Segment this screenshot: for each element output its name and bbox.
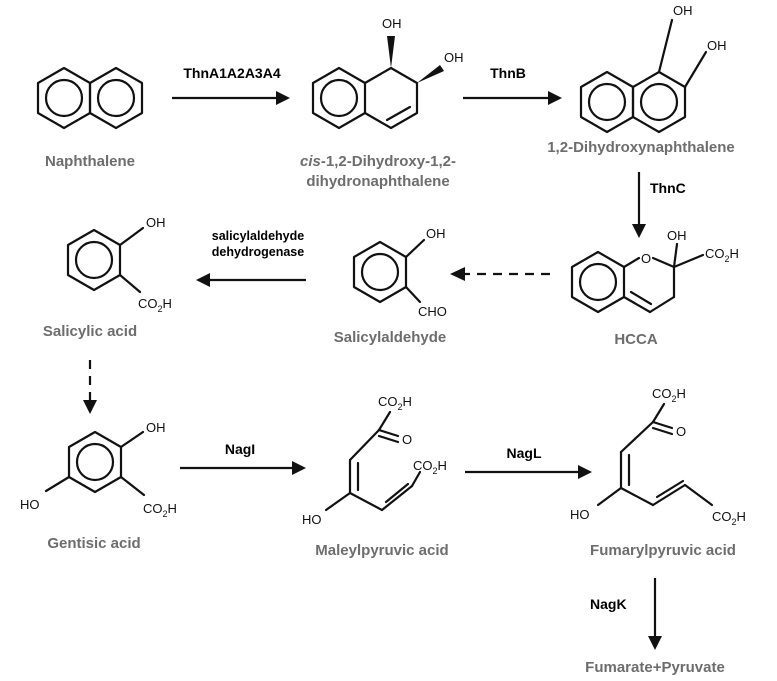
salicylaldehyde-label: Salicylaldehyde bbox=[334, 329, 447, 346]
hcca-structure bbox=[570, 242, 705, 314]
gentisic-co2h: CO2H bbox=[143, 501, 177, 519]
dhn-label: 1,2-Dihydroxynaphthalene bbox=[547, 139, 735, 156]
fumaryl-co2h-top: CO2H bbox=[652, 386, 686, 404]
nagi-label: NagI bbox=[225, 441, 255, 457]
fumaryl-co2h-right: CO2H bbox=[712, 509, 746, 527]
hcca-o: O bbox=[641, 251, 651, 266]
dihydrodiol-structure bbox=[311, 36, 444, 130]
sald-label-line1: salicylaldehyde bbox=[212, 229, 304, 243]
sald-arrowhead bbox=[196, 273, 210, 287]
dihydrodiol-oh-1: OH bbox=[382, 16, 402, 31]
naphthalene-label: Naphthalene bbox=[45, 153, 135, 170]
thnc-arrowhead bbox=[632, 224, 646, 238]
nagi-arrowhead bbox=[292, 461, 306, 475]
fumarylpyruvic-structure bbox=[596, 402, 714, 507]
hcca-salald-arrowhead bbox=[450, 267, 465, 281]
dihydrodiol-cis: cis bbox=[300, 153, 321, 170]
fumarylpyruvic-label: Fumarylpyruvic acid bbox=[590, 542, 736, 559]
salald-oh: OH bbox=[426, 226, 446, 241]
thna-arrowhead bbox=[276, 91, 290, 105]
sald-label-line2: dehydrogenase bbox=[212, 245, 304, 259]
maleyl-co2h-right: CO2H bbox=[413, 458, 447, 476]
gentisic-acid-structure bbox=[44, 430, 146, 497]
thnc-label: ThnC bbox=[650, 180, 686, 196]
hcca-label: HCCA bbox=[614, 331, 657, 348]
maleyl-co2h-top: CO2H bbox=[378, 394, 412, 412]
dhn-oh-1: OH bbox=[673, 3, 693, 18]
salicylic-oh: OH bbox=[146, 215, 166, 230]
hcca-oh: OH bbox=[667, 228, 687, 243]
maleyl-o: O bbox=[402, 432, 412, 447]
naphthalene-structure bbox=[36, 66, 144, 130]
nagk-arrowhead bbox=[648, 636, 662, 650]
gentisic-ho: HO bbox=[20, 497, 40, 512]
salicylaldehyde-structure bbox=[352, 238, 426, 304]
salicylic-acid-structure bbox=[66, 226, 145, 294]
dhn-oh-2: OH bbox=[707, 38, 727, 53]
gentisic-oh: OH bbox=[146, 420, 166, 435]
fumaryl-o: O bbox=[676, 424, 686, 439]
nagk-label: NagK bbox=[590, 596, 627, 612]
salicylic-acid-label: Salicylic acid bbox=[43, 323, 137, 340]
dhn-structure bbox=[579, 18, 708, 134]
nagl-arrowhead bbox=[578, 465, 592, 479]
dihydrodiol-oh-2: OH bbox=[444, 50, 464, 65]
thna-label: ThnA1A2A3A4 bbox=[183, 65, 280, 81]
dihydrodiol-rest: -1,2-Dihydroxy-1,2- bbox=[321, 153, 456, 170]
dihydrodiol-label-line1: cis-1,2-Dihydroxy-1,2- bbox=[300, 153, 456, 170]
fumaryl-ho: HO bbox=[570, 507, 590, 522]
nagl-label: NagL bbox=[507, 445, 542, 461]
maleylpyruvic-label: Maleylpyruvic acid bbox=[315, 542, 448, 559]
gentisic-acid-label: Gentisic acid bbox=[47, 535, 140, 552]
salald-cho: CHO bbox=[418, 304, 447, 319]
thnb-arrowhead bbox=[548, 91, 562, 105]
salicylic-gentisic-arrowhead bbox=[83, 400, 97, 414]
maleylpyruvic-structure bbox=[324, 410, 422, 512]
fumarate-pyruvate-label: Fumarate+Pyruvate bbox=[585, 659, 725, 676]
maleyl-ho: HO bbox=[302, 512, 322, 527]
salicylic-co2h: CO2H bbox=[138, 296, 172, 314]
hcca-co2h: CO2H bbox=[705, 246, 739, 264]
thnb-label: ThnB bbox=[490, 65, 526, 81]
dihydrodiol-label-line2: dihydronaphthalene bbox=[306, 173, 449, 190]
